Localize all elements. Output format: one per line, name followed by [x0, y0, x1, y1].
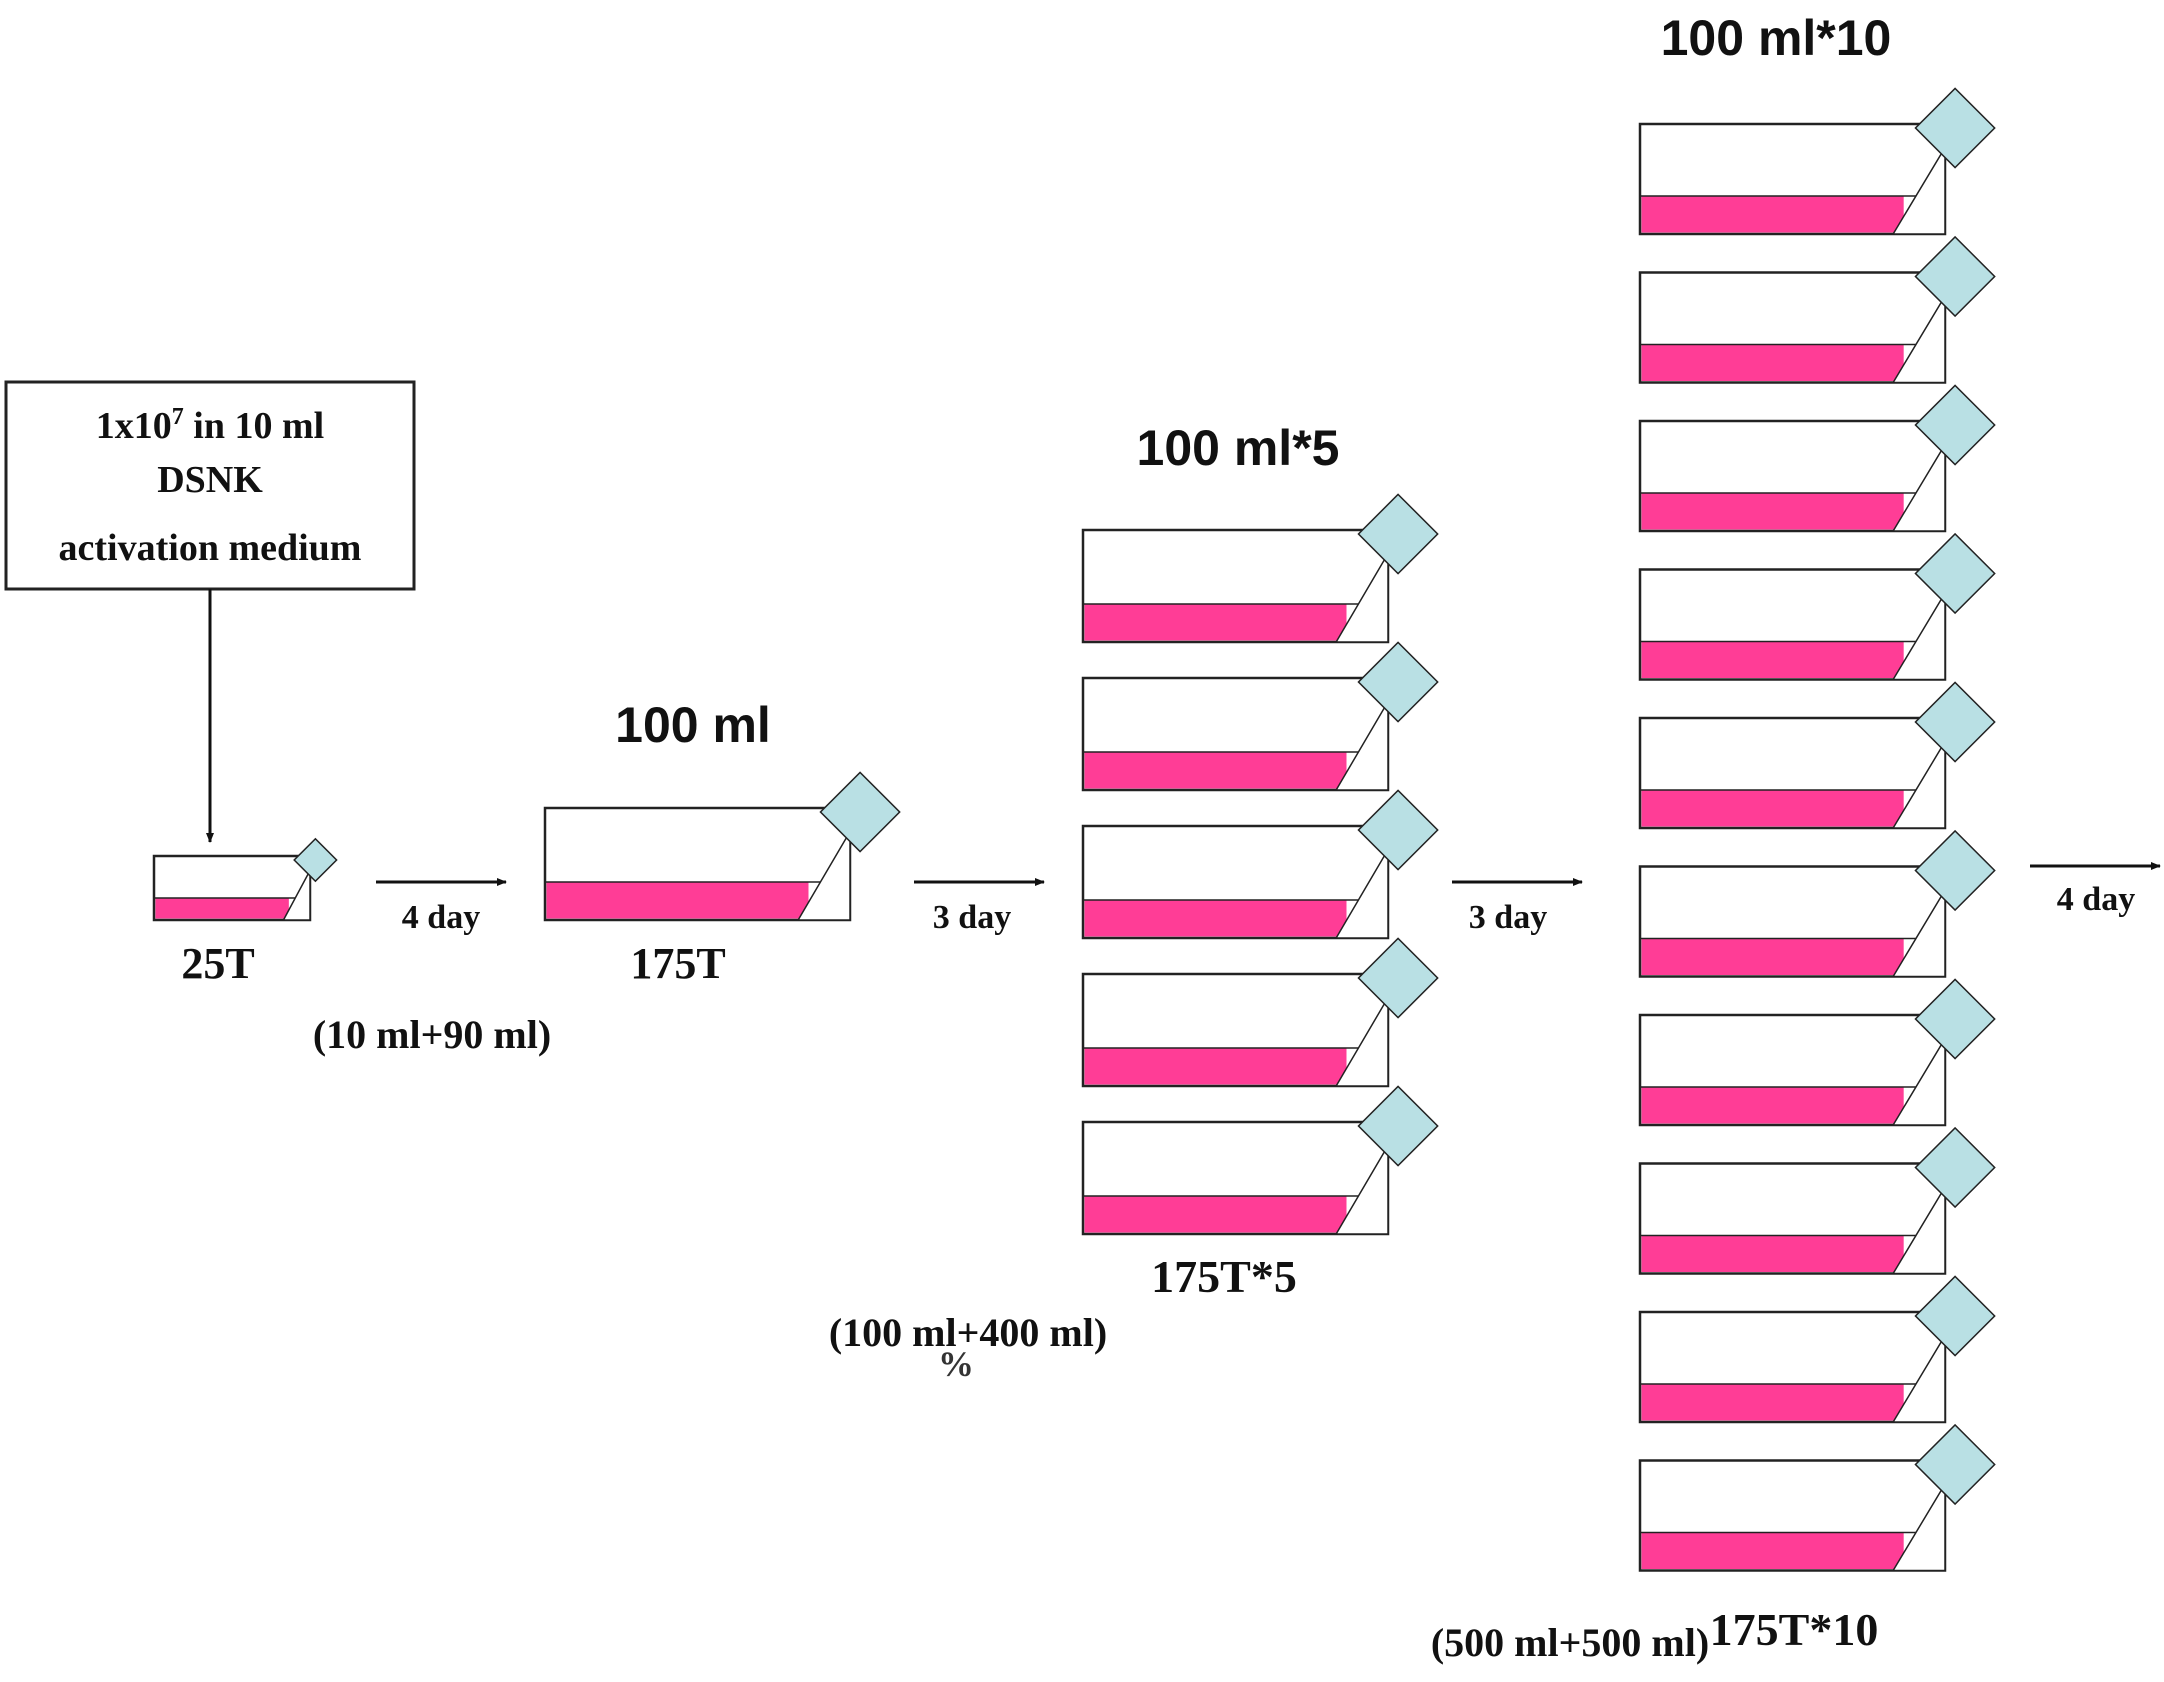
stage1-flasks	[152, 837, 338, 922]
start-box: 1x107 in 10 ml DSNK activation medium	[4, 380, 416, 591]
culture-flask-icon	[1638, 384, 1996, 533]
flask-cap	[1914, 235, 1996, 318]
medium-fill	[1084, 900, 1347, 937]
flask-cap	[1914, 978, 1996, 1060]
stage2-volume: 100 ml	[615, 697, 771, 753]
medium-fill	[1641, 1532, 1904, 1569]
medium-fill	[1641, 938, 1904, 975]
stage4-volume: 100 ml*10	[1661, 10, 1892, 66]
culture-flask-icon	[1081, 493, 1439, 644]
culture-flask-icon	[1638, 978, 1996, 1127]
medium-fill	[1641, 1384, 1904, 1421]
culture-flask-icon	[1638, 532, 1996, 681]
stage1-flask-label: 25T	[181, 939, 254, 988]
medium-fill	[1641, 1087, 1904, 1124]
step1-dilution: (10 ml+90 ml)	[313, 1012, 551, 1057]
flask-cap	[1357, 789, 1439, 871]
medium-fill	[1641, 641, 1904, 678]
flask-cap	[819, 771, 901, 853]
start-box-line2: DSNK	[157, 459, 263, 501]
medium-fill	[546, 882, 809, 919]
step2-dilution: (100 ml+400 ml)	[829, 1310, 1107, 1355]
culture-flask-icon	[1638, 87, 1996, 236]
medium-fill	[1084, 604, 1347, 641]
culture-flask-icon	[1081, 1085, 1439, 1236]
flask-cap	[1914, 384, 1996, 466]
stage2-flask-label: 175T	[630, 939, 725, 988]
flask-cap	[1914, 87, 1996, 169]
culture-flask-icon	[1638, 1275, 1996, 1424]
medium-fill	[1084, 1048, 1347, 1085]
culture-flask-icon	[1638, 1423, 1996, 1572]
flask-cap	[1357, 641, 1439, 723]
culture-flask-icon	[1638, 1126, 1996, 1275]
step1-arrow-label: 4 day	[402, 899, 480, 936]
culture-flask-icon	[1638, 829, 1996, 978]
start-box-line1: 1x107 in 10 ml	[96, 404, 324, 447]
medium-fill	[1641, 790, 1904, 827]
stage2-flasks	[543, 771, 901, 922]
culture-flask-icon	[1081, 937, 1439, 1088]
step3-arrow-label: 3 day	[1469, 899, 1547, 936]
stage3-volume: 100 ml*5	[1137, 420, 1340, 476]
flask-cap	[1914, 1126, 1996, 1209]
medium-fill	[1641, 1235, 1904, 1272]
step3-dilution: (500 ml+500 ml)	[1431, 1620, 1709, 1665]
start-box-line3: activation medium	[59, 527, 362, 569]
flask-cap	[1357, 493, 1439, 575]
medium-fill	[1084, 1196, 1347, 1233]
stage4-flask-label: 175T*10	[1710, 1604, 1879, 1655]
medium-fill	[155, 898, 289, 919]
stage4-flasks	[1638, 87, 1996, 1572]
culture-flask-icon	[1638, 681, 1996, 830]
medium-fill	[1641, 196, 1904, 233]
culture-flask-icon	[1638, 235, 1996, 384]
culture-flask-icon	[152, 837, 338, 922]
stage3-flasks	[1081, 493, 1439, 1236]
medium-fill	[1641, 344, 1904, 381]
culture-flask-icon	[1081, 641, 1439, 792]
flask-cap	[1914, 532, 1996, 615]
medium-fill	[1084, 752, 1347, 789]
step2-stray-mark: %	[938, 1344, 974, 1384]
flask-cap	[1914, 1275, 1996, 1357]
flask-cap	[1357, 1085, 1439, 1167]
step2-arrow-label: 3 day	[933, 899, 1011, 936]
flask-cap	[1914, 829, 1996, 912]
culture-flask-icon	[543, 771, 901, 922]
culture-flask-icon	[1081, 789, 1439, 940]
flask-cap	[1914, 1423, 1996, 1506]
stage3-flask-label: 175T*5	[1151, 1251, 1297, 1302]
step4-arrow-label: 4 day	[2057, 881, 2135, 918]
medium-fill	[1641, 493, 1904, 530]
flask-cap	[293, 837, 338, 883]
flask-cap	[1914, 681, 1996, 763]
flask-cap	[1357, 937, 1439, 1019]
